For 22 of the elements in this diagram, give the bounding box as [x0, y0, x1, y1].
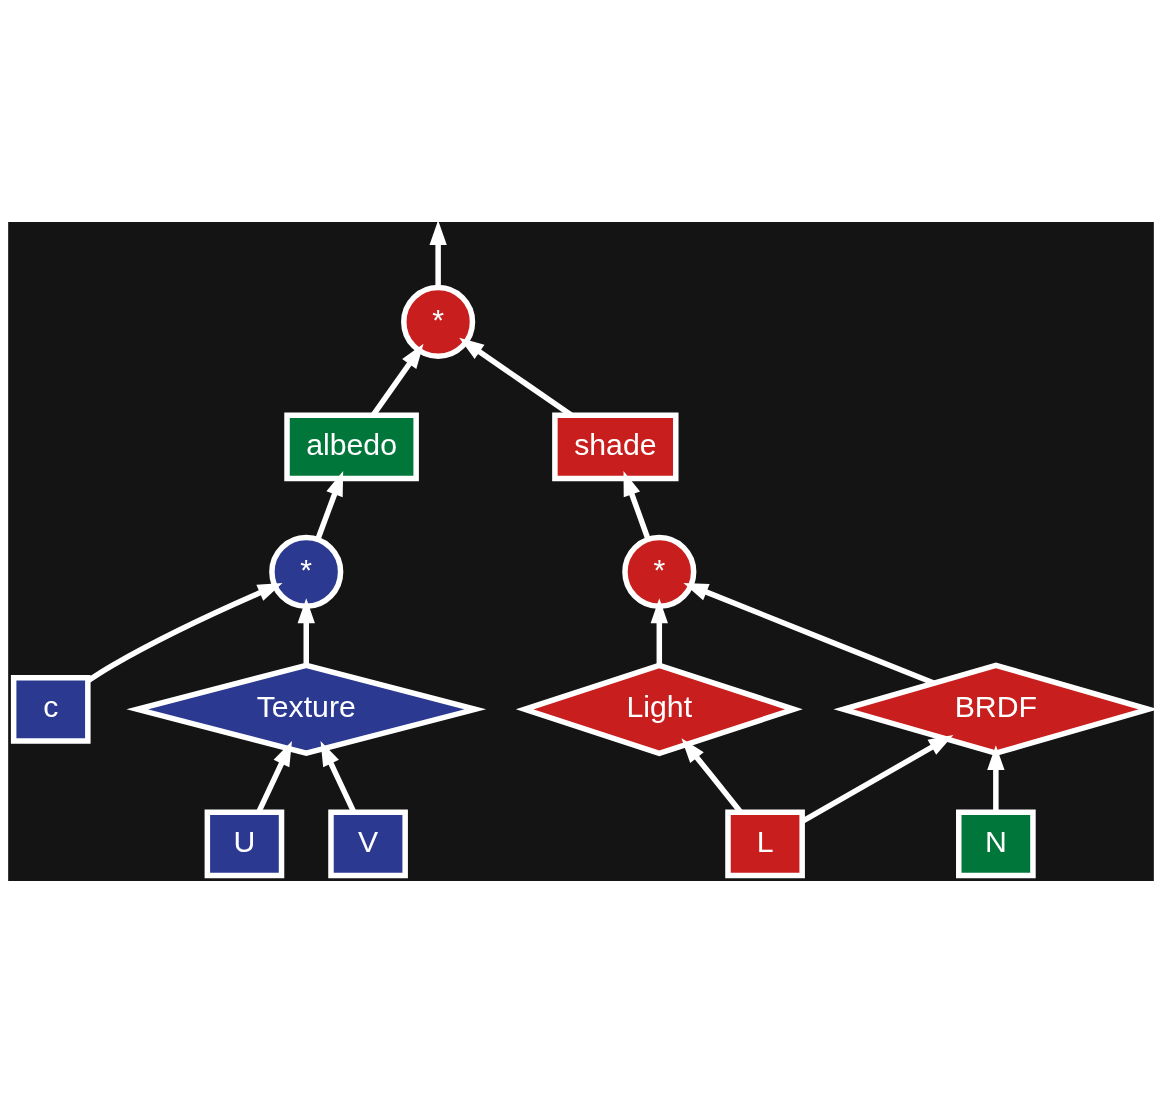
arrow	[297, 597, 315, 665]
node-box: albedo	[284, 412, 419, 481]
node-diamond: Texture	[126, 662, 487, 756]
arrow	[987, 744, 1005, 812]
node-box: c	[10, 674, 91, 744]
arrow	[650, 597, 668, 665]
arrow	[623, 470, 651, 540]
arrow	[801, 734, 954, 823]
arrow	[256, 740, 292, 813]
node-box: shade	[552, 412, 679, 481]
node-diamond: Light	[515, 661, 803, 756]
arrow	[315, 470, 344, 540]
node-box: N	[956, 809, 1036, 878]
node-box: L	[725, 809, 805, 878]
node-box: V	[328, 809, 408, 878]
arrow	[429, 221, 447, 287]
node-box: U	[204, 809, 285, 878]
node-circle: *	[401, 284, 476, 359]
node-circle: *	[622, 534, 697, 609]
arrow	[320, 740, 357, 813]
arrow	[683, 582, 935, 686]
node-circle: *	[269, 534, 344, 609]
